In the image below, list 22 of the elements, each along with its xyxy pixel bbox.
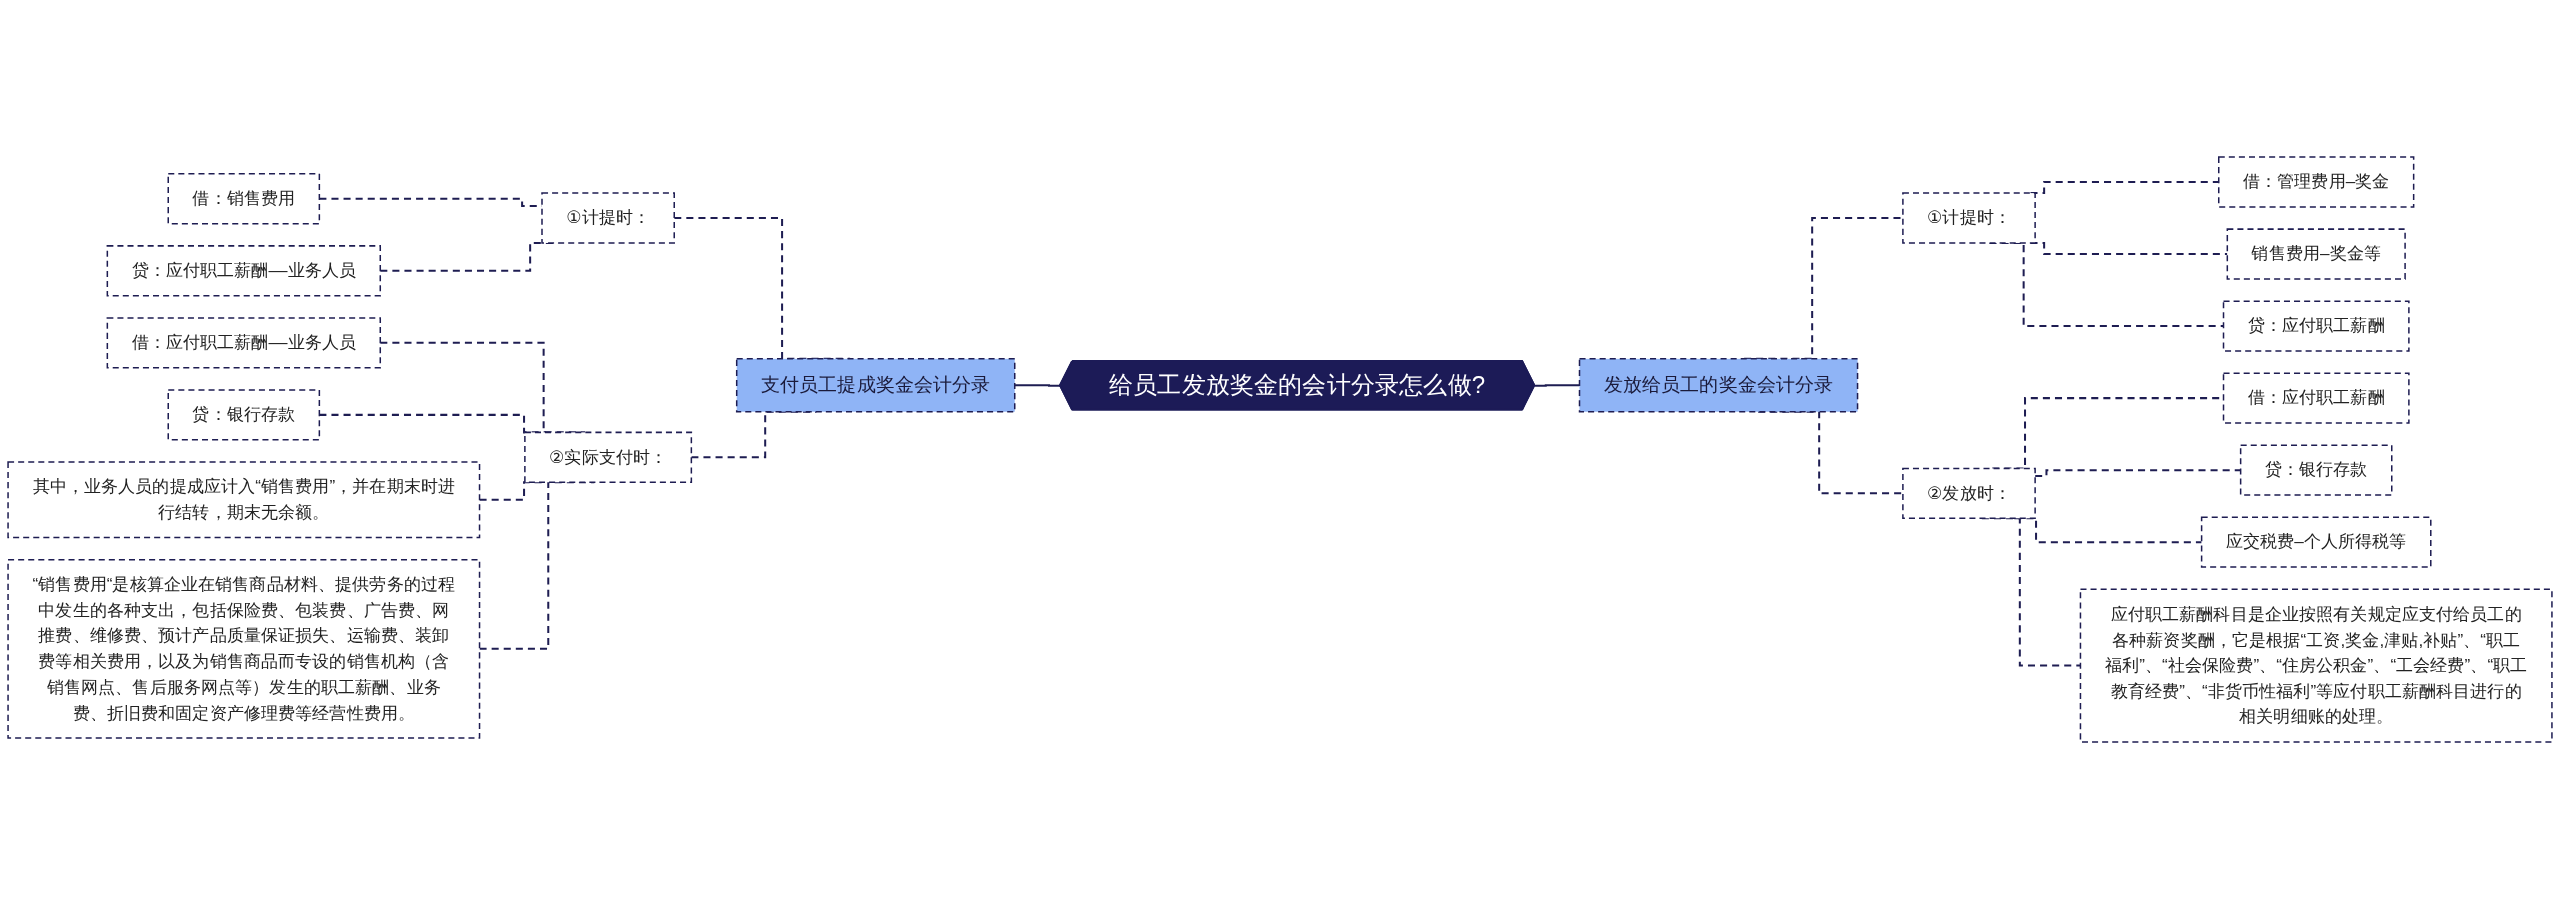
node-box: 贷：银行存款 [167,389,321,441]
connector [2035,469,2241,478]
node-box: 应交税费–个人所得税等 [2200,516,2432,568]
node-box: 支付员工提成奖金会计分录 [735,358,1016,413]
node-box: 贷：银行存款 [2239,444,2393,496]
node-box: ②发放时： [1902,467,2036,519]
node-box: 发放给员工的奖金会计分录 [1578,358,1859,413]
node-box: 借：销售费用 [167,173,321,225]
node-box: ②实际支付时： [524,431,693,483]
node-box: 其中，业务人员的提成应计入“销售费用”，并在期末时进行结转，期末无余额。 [7,461,481,539]
node-box: 贷：应付职工薪酬––业务人员 [106,245,382,297]
node-box: ①计提时： [541,192,675,244]
node-box: 应付职工薪酬科目是企业按照有关规定应支付给员工的各种薪资奖酬，它是根据“工资,奖金,津贴,补贴”、“职工福利”、“社会保险费”、“住房公积金”、“工会经费”、“职工教育经费”、“非货币性福利”等应付职工薪酬科目进行的相关明细账的处理。 [2079,588,2553,743]
node-box: 销售费用–奖金等 [2226,228,2406,280]
node-box: ①计提时： [1902,192,2036,244]
node-box: 借：管理费用–奖金 [2218,156,2415,208]
node-box: 贷：应付职工薪酬 [2222,300,2410,352]
node-box: 借：应付职工薪酬––业务人员 [106,317,382,369]
node-box: 借：应付职工薪酬 [2222,372,2410,424]
connector [1014,384,1061,387]
node-box: “销售费用“是核算企业在销售商品材料、提供劳务的过程中发生的各种支出，包括保险费、包装费、广告费、网推费、维修费、预计产品质量保证损失、运输费、装卸费等相关费用，以及为销售商品而专设的销售机构（含销售网点、售后服务网点等）发生的职工薪酬、业务费、折旧费和固定资产修理费等经营性费用。 [7,558,481,739]
connector [1534,384,1580,387]
